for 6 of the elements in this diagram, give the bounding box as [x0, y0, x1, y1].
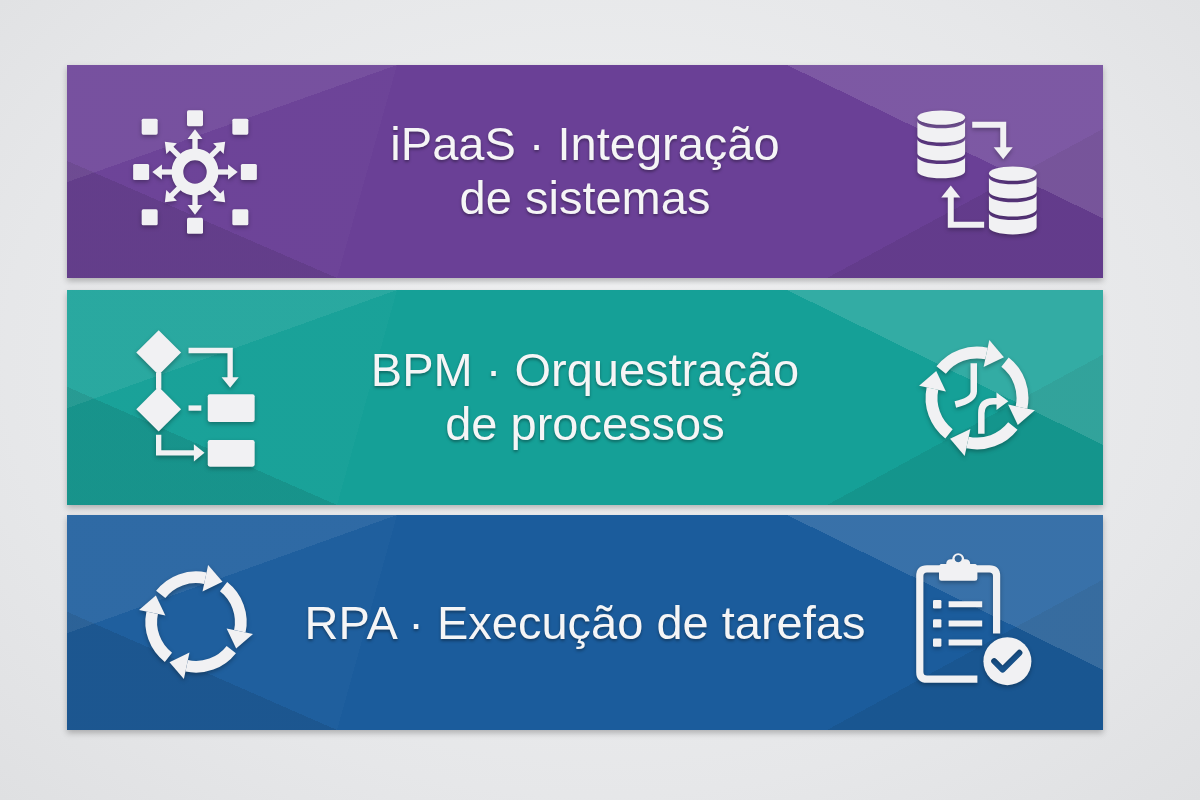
band-title: RPA · Execução de tarefas	[304, 595, 866, 650]
band-title: BPM · Orquestração de processos	[369, 342, 801, 453]
banner-band	[67, 290, 1103, 505]
banner-band	[67, 65, 1103, 278]
band-title: iPaaS · Integração de sistemas	[389, 116, 781, 227]
banner-band	[67, 515, 1103, 730]
